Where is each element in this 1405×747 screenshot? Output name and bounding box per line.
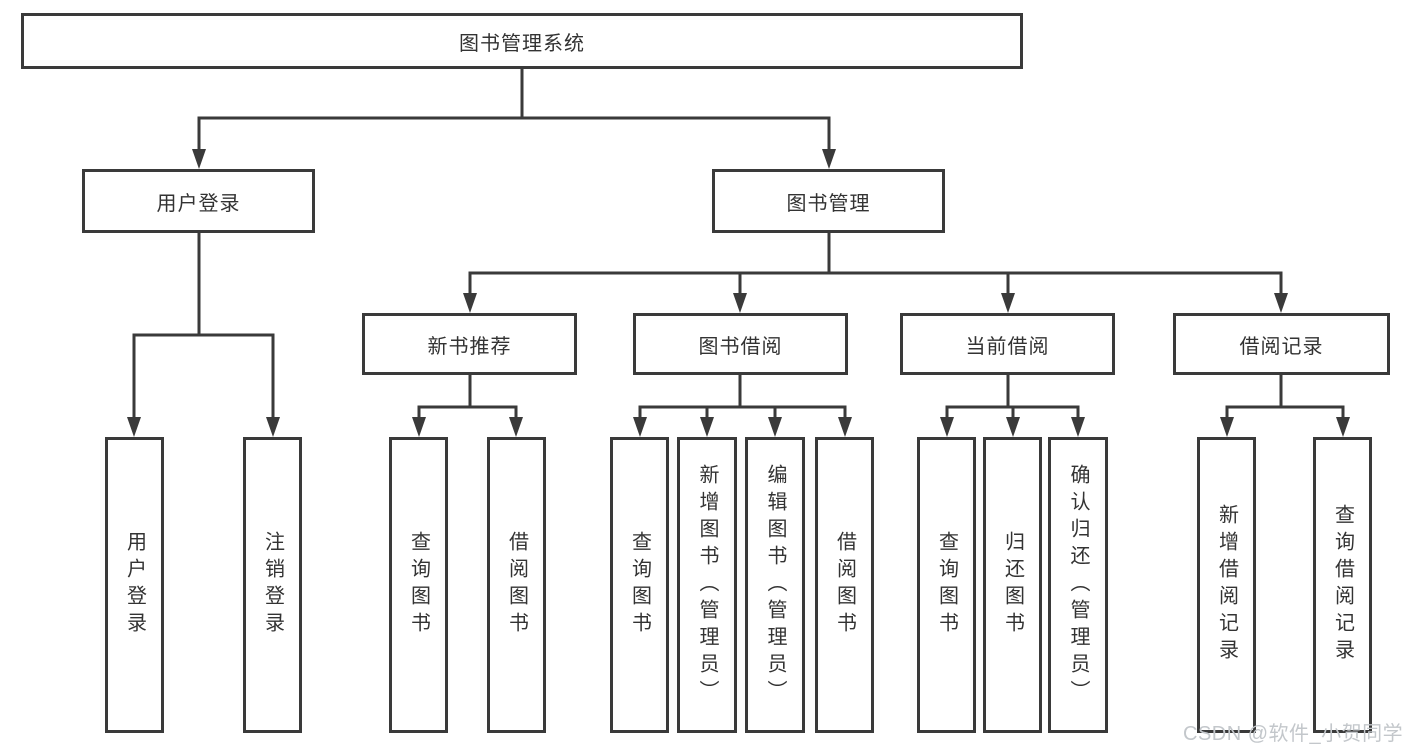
- node-label: 图书管理: [786, 192, 871, 215]
- node-label: 注销登录: [261, 531, 284, 639]
- node-label: 确认归还（管理员）: [1067, 463, 1089, 707]
- node-label: 归还图书: [1001, 531, 1024, 639]
- node-label: 借阅记录: [1239, 335, 1324, 358]
- node-borrow-books-leaf: 借阅图书: [815, 437, 874, 733]
- node-query-books-recommend: 查询图书: [389, 437, 448, 733]
- node-return-book: 归还图书: [983, 437, 1042, 733]
- node-book-management-system: 图书管理系统: [21, 13, 1023, 69]
- node-current-borrowing: 当前借阅: [900, 313, 1115, 375]
- node-confirm-return-admin: 确认归还（管理员）: [1048, 437, 1108, 733]
- node-label: 借阅图书: [833, 531, 856, 639]
- node-borrow-books-recommend: 借阅图书: [487, 437, 546, 733]
- node-book-borrowing: 图书借阅: [633, 313, 848, 375]
- node-label: 查询图书: [407, 531, 430, 639]
- node-add-book-admin: 新增图书（管理员）: [677, 437, 737, 733]
- node-label: 编辑图书（管理员）: [764, 463, 786, 707]
- node-user-login-leaf: 用户登录: [105, 437, 164, 733]
- node-add-borrow-record: 新增借阅记录: [1197, 437, 1256, 733]
- node-user-login-branch: 用户登录: [82, 169, 315, 233]
- node-label: 查询借阅记录: [1331, 504, 1354, 666]
- node-label: 图书管理系统: [459, 32, 585, 55]
- node-book-management-branch: 图书管理: [712, 169, 945, 233]
- node-label: 用户登录: [123, 531, 146, 639]
- csdn-watermark: CSDN @软件_小贺同学: [1183, 723, 1404, 745]
- node-label: 新增借阅记录: [1215, 504, 1238, 666]
- node-label: 图书借阅: [698, 335, 783, 358]
- node-query-books-borrowing: 查询图书: [610, 437, 669, 733]
- node-logout-leaf: 注销登录: [243, 437, 302, 733]
- node-label: 用户登录: [156, 192, 241, 215]
- node-query-borrow-record: 查询借阅记录: [1313, 437, 1372, 733]
- node-edit-book-admin: 编辑图书（管理员）: [745, 437, 805, 733]
- node-label: 新书推荐: [427, 335, 512, 358]
- node-borrowing-records: 借阅记录: [1173, 313, 1390, 375]
- node-new-book-recommendation: 新书推荐: [362, 313, 577, 375]
- node-query-books-current: 查询图书: [917, 437, 976, 733]
- node-label: 查询图书: [628, 531, 651, 639]
- node-label: 当前借阅: [965, 335, 1050, 358]
- node-label: 借阅图书: [505, 531, 528, 639]
- node-label: 新增图书（管理员）: [696, 463, 718, 707]
- node-label: 查询图书: [935, 531, 958, 639]
